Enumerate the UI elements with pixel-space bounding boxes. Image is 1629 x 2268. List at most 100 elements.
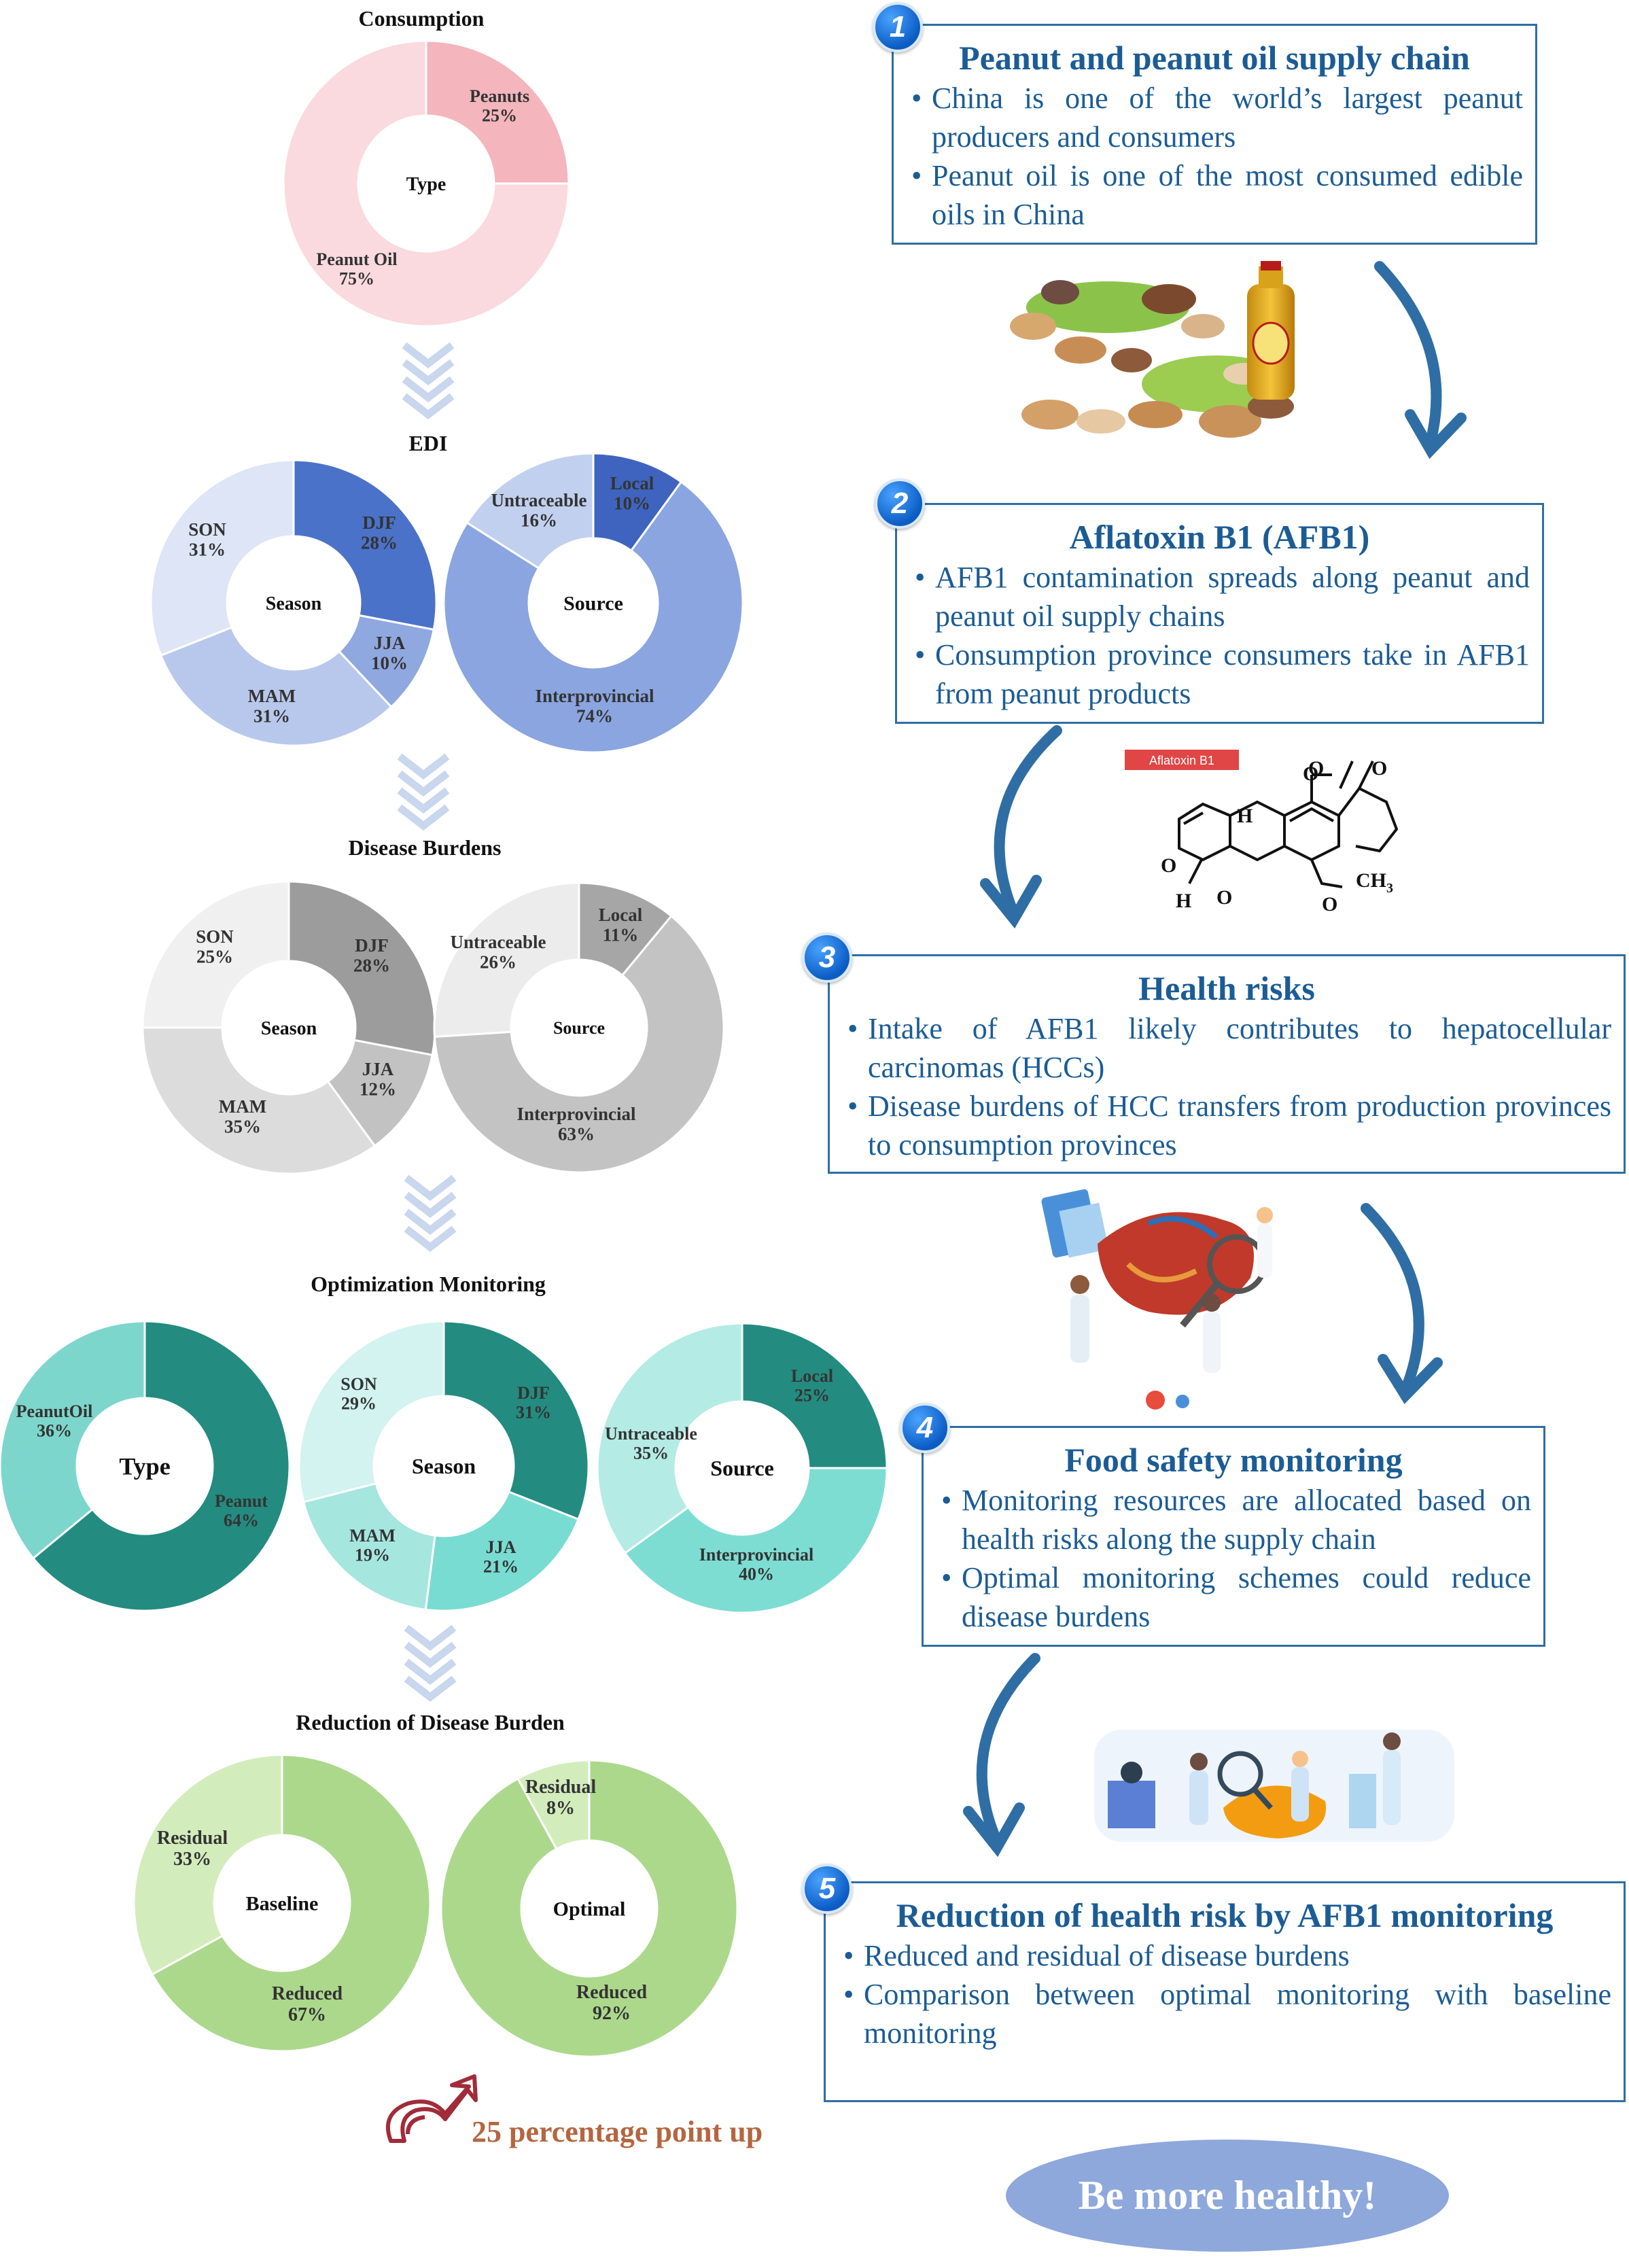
atom-o: O: [1322, 893, 1337, 915]
laboratory-testing-illustration: [1094, 1730, 1454, 1842]
rising-arrow-icon: [386, 2074, 478, 2143]
donut-center-label: Season: [412, 1454, 476, 1478]
slice-percent: 29%: [341, 1394, 376, 1414]
list-item: AFB1 contamination spreads along peanut …: [909, 558, 1530, 635]
slice-residual: [516, 1759, 591, 1851]
slice-label: DJF: [517, 1383, 550, 1403]
step-4-list: Monitoring resources are allocated based…: [936, 1481, 1531, 1636]
slice-label: Interprovincial: [699, 1545, 814, 1565]
slice-mam: [302, 1482, 436, 1611]
donut-center-label: Source: [563, 593, 623, 615]
donut-center-label: Baseline: [246, 1893, 319, 1915]
slice-djf: [442, 1320, 590, 1521]
slice-label: DJF: [355, 935, 389, 956]
step-2-list: AFB1 contamination spreads along peanut …: [909, 558, 1530, 713]
slice-label: MAM: [349, 1526, 396, 1546]
slice-label: Local: [791, 1366, 833, 1386]
step-3-title: Health risks: [1138, 969, 1315, 1007]
molecule-label: Aflatoxin B1: [1149, 754, 1214, 767]
slice-label: Reduced: [272, 1983, 343, 2004]
step-1-list: China is one of the world’s largest pean…: [906, 79, 1523, 234]
slice-peanut-oil: [282, 39, 570, 328]
slice-percent: 11%: [603, 925, 639, 945]
slice-son: [141, 880, 290, 1029]
chevron-down-icon: [397, 753, 450, 831]
curved-arrow-icon: [1374, 261, 1467, 459]
slice-percent: 36%: [37, 1421, 72, 1441]
slice-label: DJF: [362, 512, 396, 533]
slice-label: Untraceable: [451, 932, 546, 952]
atom-o: O: [1308, 757, 1324, 780]
curved-arrow-icon: [980, 725, 1062, 929]
slice-peanutoil: [0, 1320, 146, 1560]
aflatoxin-molecule: Aflatoxin B1 O O O O O O H H CH3: [1125, 750, 1399, 915]
optimization-source-donut: SourceLocal25%Interprovincial40%Untracea…: [596, 1322, 888, 1614]
slice-percent: 31%: [516, 1403, 551, 1423]
slice-percent: 26%: [480, 952, 516, 973]
step-1-box: Peanut and peanut oil supply chain China…: [892, 24, 1537, 245]
slice-label: JJA: [374, 633, 406, 653]
slice-percent: 10%: [371, 653, 408, 674]
atom-h: H: [1176, 890, 1191, 912]
slice-untraceable: [466, 452, 595, 570]
slice-percent: 92%: [593, 2003, 631, 2024]
peanut-oil-illustration: [1010, 261, 1295, 438]
atom-o: O: [1303, 763, 1318, 785]
step-4-title: Food safety monitoring: [1064, 1441, 1403, 1479]
slice-label: Peanut: [215, 1491, 268, 1511]
slice-percent: 19%: [355, 1546, 390, 1565]
slice-residual: [133, 1754, 283, 1976]
donut-center-label: Optimal: [553, 1898, 626, 1921]
consumption-title: Consumption: [359, 6, 485, 31]
slice-interprovincial: [623, 1467, 888, 1614]
slice-peanut: [31, 1320, 291, 1612]
slice-percent: 28%: [361, 533, 398, 553]
slice-jja: [424, 1490, 580, 1612]
slice-percent: 74%: [576, 706, 613, 727]
curved-arrow-icon: [1361, 1203, 1443, 1404]
list-item: Monitoring resources are allocated based…: [936, 1481, 1531, 1558]
slice-percent: 35%: [224, 1117, 261, 1137]
slice-label: Interprovincial: [517, 1104, 636, 1124]
slice-reduced: [440, 1759, 739, 2058]
slice-percent: 25%: [196, 947, 233, 967]
step-4-box: Food safety monitoring Monitoring resour…: [922, 1426, 1545, 1647]
list-item: Peanut oil is one of the most consumed e…: [906, 156, 1523, 234]
donut-center-label: Season: [261, 1018, 317, 1039]
step-2-title: Aflatoxin B1 (AFB1): [1069, 518, 1370, 556]
edi-title: EDI: [409, 431, 448, 455]
slice-percent: 40%: [739, 1565, 774, 1584]
slice-percent: 21%: [483, 1557, 519, 1577]
slice-reduced: [150, 1754, 432, 2053]
atom-o: O: [1371, 757, 1387, 780]
step-3-badge: 3: [802, 932, 852, 983]
donut-center-label: Source: [553, 1018, 605, 1038]
step-2-badge: 2: [875, 478, 925, 529]
slice-label: SON: [196, 926, 234, 947]
chevron-down-icon: [402, 342, 455, 419]
slice-son: [298, 1320, 445, 1503]
slice-mam: [141, 1026, 376, 1175]
step-5-list: Reduced and residual of disease burdens …: [838, 1936, 1611, 2053]
liver-research-illustration: [1041, 1189, 1273, 1410]
step-3-list: Intake of AFB1 likely contributes to hep…: [842, 1009, 1611, 1164]
slice-interprovincial: [433, 914, 725, 1174]
list-item: Intake of AFB1 likely contributes to hep…: [842, 1009, 1611, 1087]
slice-mam: [159, 626, 393, 747]
slice-label: Peanuts: [470, 86, 529, 106]
slice-percent: 25%: [794, 1386, 830, 1406]
slice-label: JJA: [486, 1537, 516, 1557]
list-item: China is one of the world’s largest pean…: [906, 79, 1523, 156]
slice-percent: 25%: [482, 106, 517, 126]
slice-son: [150, 459, 295, 657]
step-3-box: Health risks Intake of AFB1 likely contr…: [828, 954, 1626, 1174]
step-5-title: Reduction of health risk by AFB1 monitor…: [896, 1896, 1554, 1934]
slice-label: JJA: [362, 1059, 394, 1079]
